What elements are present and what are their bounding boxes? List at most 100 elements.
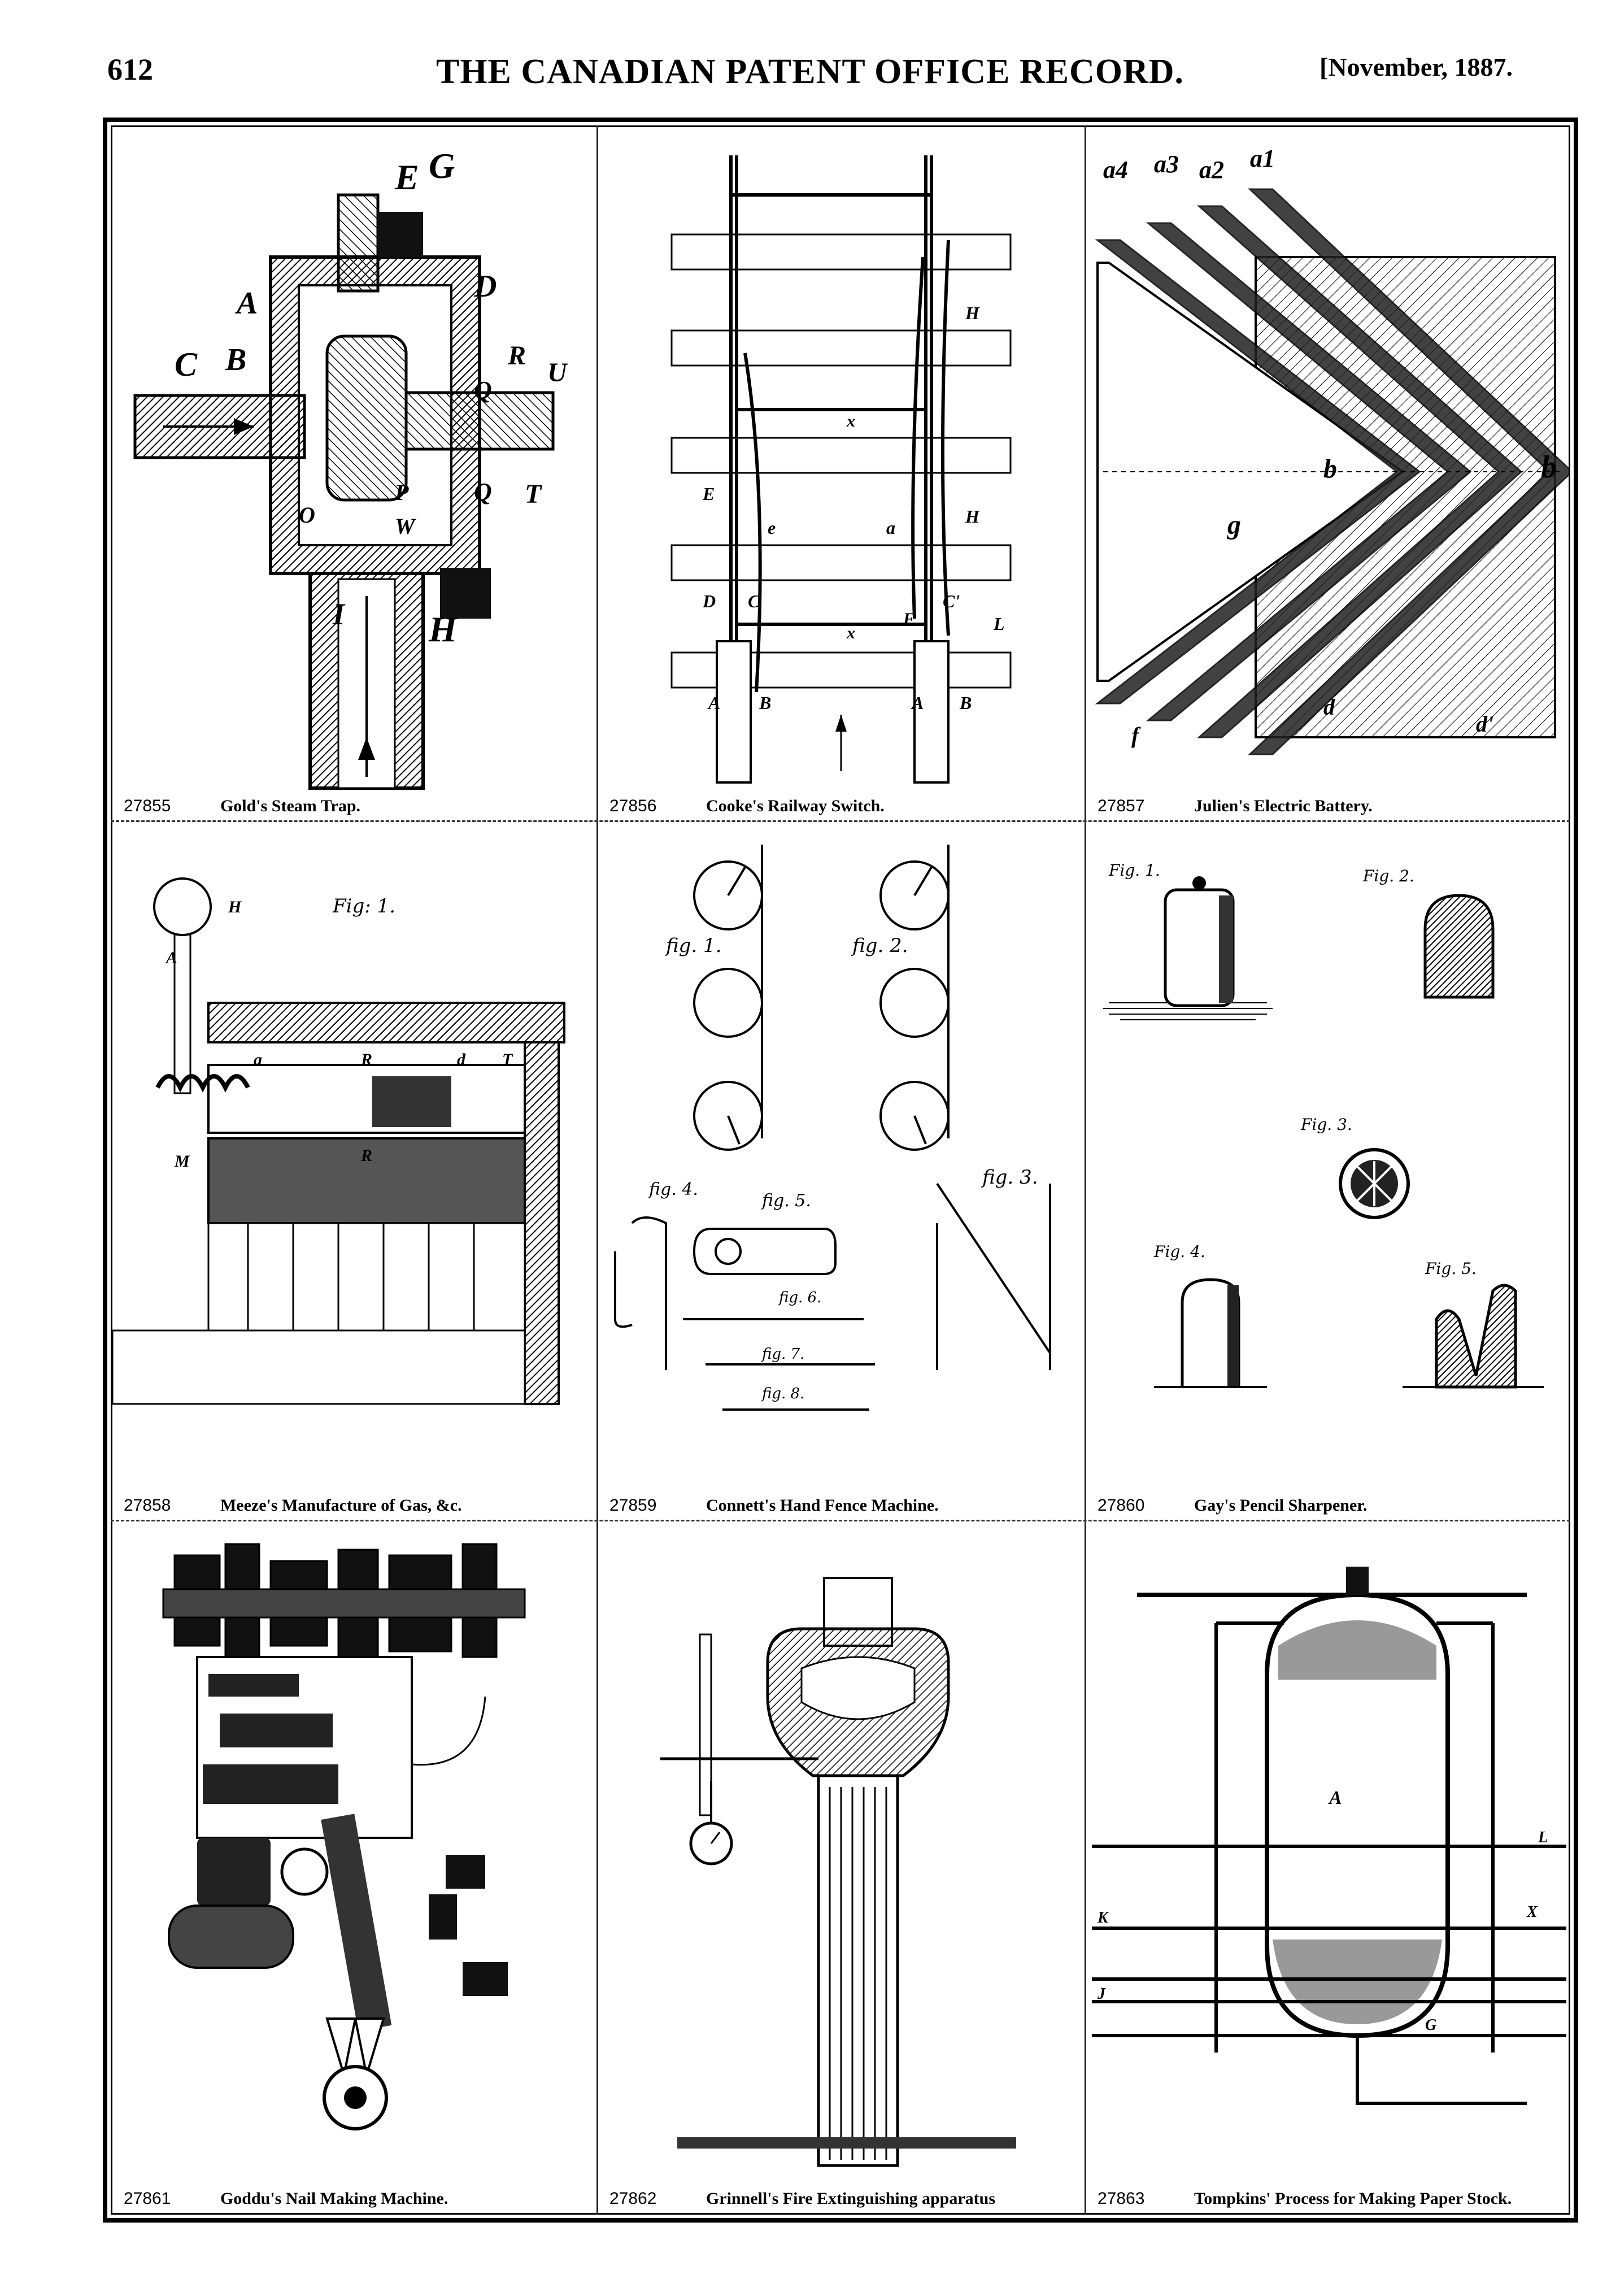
svg-text:A: A [165,949,177,967]
fig-label: Fig. 4. [1153,1242,1205,1261]
patent-number: 27856 [609,797,657,815]
svg-text:F: F [903,610,914,628]
pencil-sharpener-drawing: Fig. 1. Fig. 2. Fig. 3. Fig. 4. Fig. 5. [1103,861,1544,1389]
fig-label: Fig: 1. [332,895,395,917]
patent-number: 27863 [1098,2189,1145,2208]
svg-text:E: E [394,157,419,197]
patent-number: 27858 [124,1496,171,1515]
svg-text:D: D [702,591,716,611]
svg-text:A: A [707,693,720,713]
caption-27860: 27860 Gay's Pencil Sharpener. [1098,1496,1563,1515]
panel-27859: fig. 1. fig. 2. fig. 3. fig. 4. fig. 5. … [598,822,1085,1520]
svg-text:a: a [886,518,895,538]
svg-text:H: H [228,898,242,916]
svg-text:Q: Q [474,478,492,506]
patent-title: Gay's Pencil Sharpener. [1194,1496,1368,1515]
svg-text:J: J [1097,1985,1106,2003]
svg-text:C: C [748,591,760,611]
svg-text:B: B [759,693,771,713]
page-number: 612 [107,53,153,86]
caption-27856: 27856 Cooke's Railway Switch. [609,797,1079,816]
fig-label: Fig. 5. [1425,1259,1477,1278]
svg-text:T: T [502,1050,513,1069]
svg-text:B: B [225,342,246,377]
patent-title: Meeze's Manufacture of Gas, &c. [220,1496,462,1515]
inner-frame [111,125,1570,2215]
svg-text:e: e [768,518,776,538]
issue-date: [November, 1887. [1319,53,1513,81]
patent-number: 27860 [1098,1496,1145,1515]
patent-title: Goddu's Nail Making Machine. [220,2189,448,2208]
patent-number: 27855 [124,797,171,815]
caption-27859: 27859 Connett's Hand Fence Machine. [609,1496,1079,1515]
fig-label: Fig. 3. [1300,1115,1352,1134]
svg-text:P: P [394,480,409,505]
svg-text:G: G [1425,2016,1436,2034]
panel-27857: a4 a3 a2 a1 b b g d d' f 27857 Julien's … [1086,127,1569,820]
svg-text:A: A [1328,1788,1342,1808]
svg-text:K: K [1097,1909,1109,1927]
column-divider [596,125,598,2215]
fig-label: fig. 5. [761,1191,811,1211]
patent-title: Connett's Hand Fence Machine. [706,1496,939,1515]
svg-text:a2: a2 [1199,156,1224,184]
svg-text:a4: a4 [1103,156,1128,184]
svg-text:x: x [846,624,855,642]
caption-27862: 27862 Grinnell's Fire Extinguishing appa… [609,2189,1079,2208]
svg-text:U: U [547,358,568,388]
panel-27861: 27861 Goddu's Nail Making Machine. [112,1521,596,2213]
svg-text:B: B [959,693,972,713]
fig-label: fig. 1. [664,934,722,957]
column-divider [1085,125,1086,2215]
fig-label: fig. 8. [761,1385,804,1402]
panel-27858: Fig: 1. H A a R R d T M 27858 Meeze's Ma… [112,822,596,1520]
svg-text:f: f [1131,723,1141,748]
svg-text:G: G [429,146,455,186]
journal-title: THE CANADIAN PATENT OFFICE RECORD. [436,53,1184,91]
paper-stock-drawing: A L K J X G [1092,1567,1566,2105]
svg-text:L: L [993,614,1005,634]
svg-text:b: b [1323,454,1337,484]
caption-27858: 27858 Meeze's Manufacture of Gas, &c. [124,1496,591,1515]
gas-manufacture-drawing: Fig: 1. H A a R R d T M [112,877,565,1405]
panel-27860: Fig. 1. Fig. 2. Fig. 3. Fig. 4. Fig. 5. … [1086,822,1569,1520]
caption-27861: 27861 Goddu's Nail Making Machine. [124,2189,591,2208]
caption-27863: 27863 Tompkins' Process for Making Paper… [1098,2189,1563,2208]
svg-text:a3: a3 [1154,150,1179,178]
svg-text:C': C' [943,591,960,611]
patent-number: 27862 [609,2189,657,2208]
svg-text:R: R [507,341,526,371]
nail-machine-drawing [162,1543,526,2130]
patent-title: Grinnell's Fire Extinguishing apparatus [706,2189,995,2208]
svg-text:D: D [473,269,497,304]
patent-number: 27857 [1098,797,1145,815]
svg-text:O: O [299,502,315,528]
panel-27855: E G D A C B R U Q Q T P O W I H 27855 Go… [112,127,596,820]
caption-27857: 27857 Julien's Electric Battery. [1098,797,1563,816]
patent-number: 27861 [124,2189,171,2208]
svg-text:W: W [395,514,416,539]
svg-text:a: a [254,1050,262,1069]
svg-text:M: M [174,1152,190,1171]
svg-text:L: L [1538,1829,1548,1846]
patent-title: Tompkins' Process for Making Paper Stock… [1194,2189,1512,2208]
svg-text:I: I [332,597,346,631]
row-divider [111,1520,1570,1521]
electric-battery-drawing: a4 a3 a2 a1 b b g d d' f [1095,145,1569,755]
svg-text:C: C [175,346,198,383]
svg-text:X: X [1526,1903,1538,1921]
svg-text:a1: a1 [1250,145,1275,172]
svg-text:d: d [1323,694,1335,720]
fence-machine-drawing: fig. 1. fig. 2. fig. 3. fig. 4. fig. 5. … [614,845,1051,1411]
fig-label: fig. 7. [761,1346,804,1363]
panel-27863: A L K J X G 27863 Tompkins' Process for … [1086,1521,1569,2213]
panel-27856: H H E e a D C C' F L A B A B x x 27856 C… [598,127,1085,820]
steam-trap-drawing: E G D A C B R U Q Q T P O W I H [133,146,568,790]
fig-label: fig. 6. [778,1289,821,1306]
svg-text:A: A [235,286,258,321]
patent-title: Gold's Steam Trap. [220,797,361,815]
svg-text:E: E [702,484,715,504]
outer-frame [103,118,1578,2223]
svg-text:x: x [846,412,855,430]
svg-text:T: T [525,479,542,509]
